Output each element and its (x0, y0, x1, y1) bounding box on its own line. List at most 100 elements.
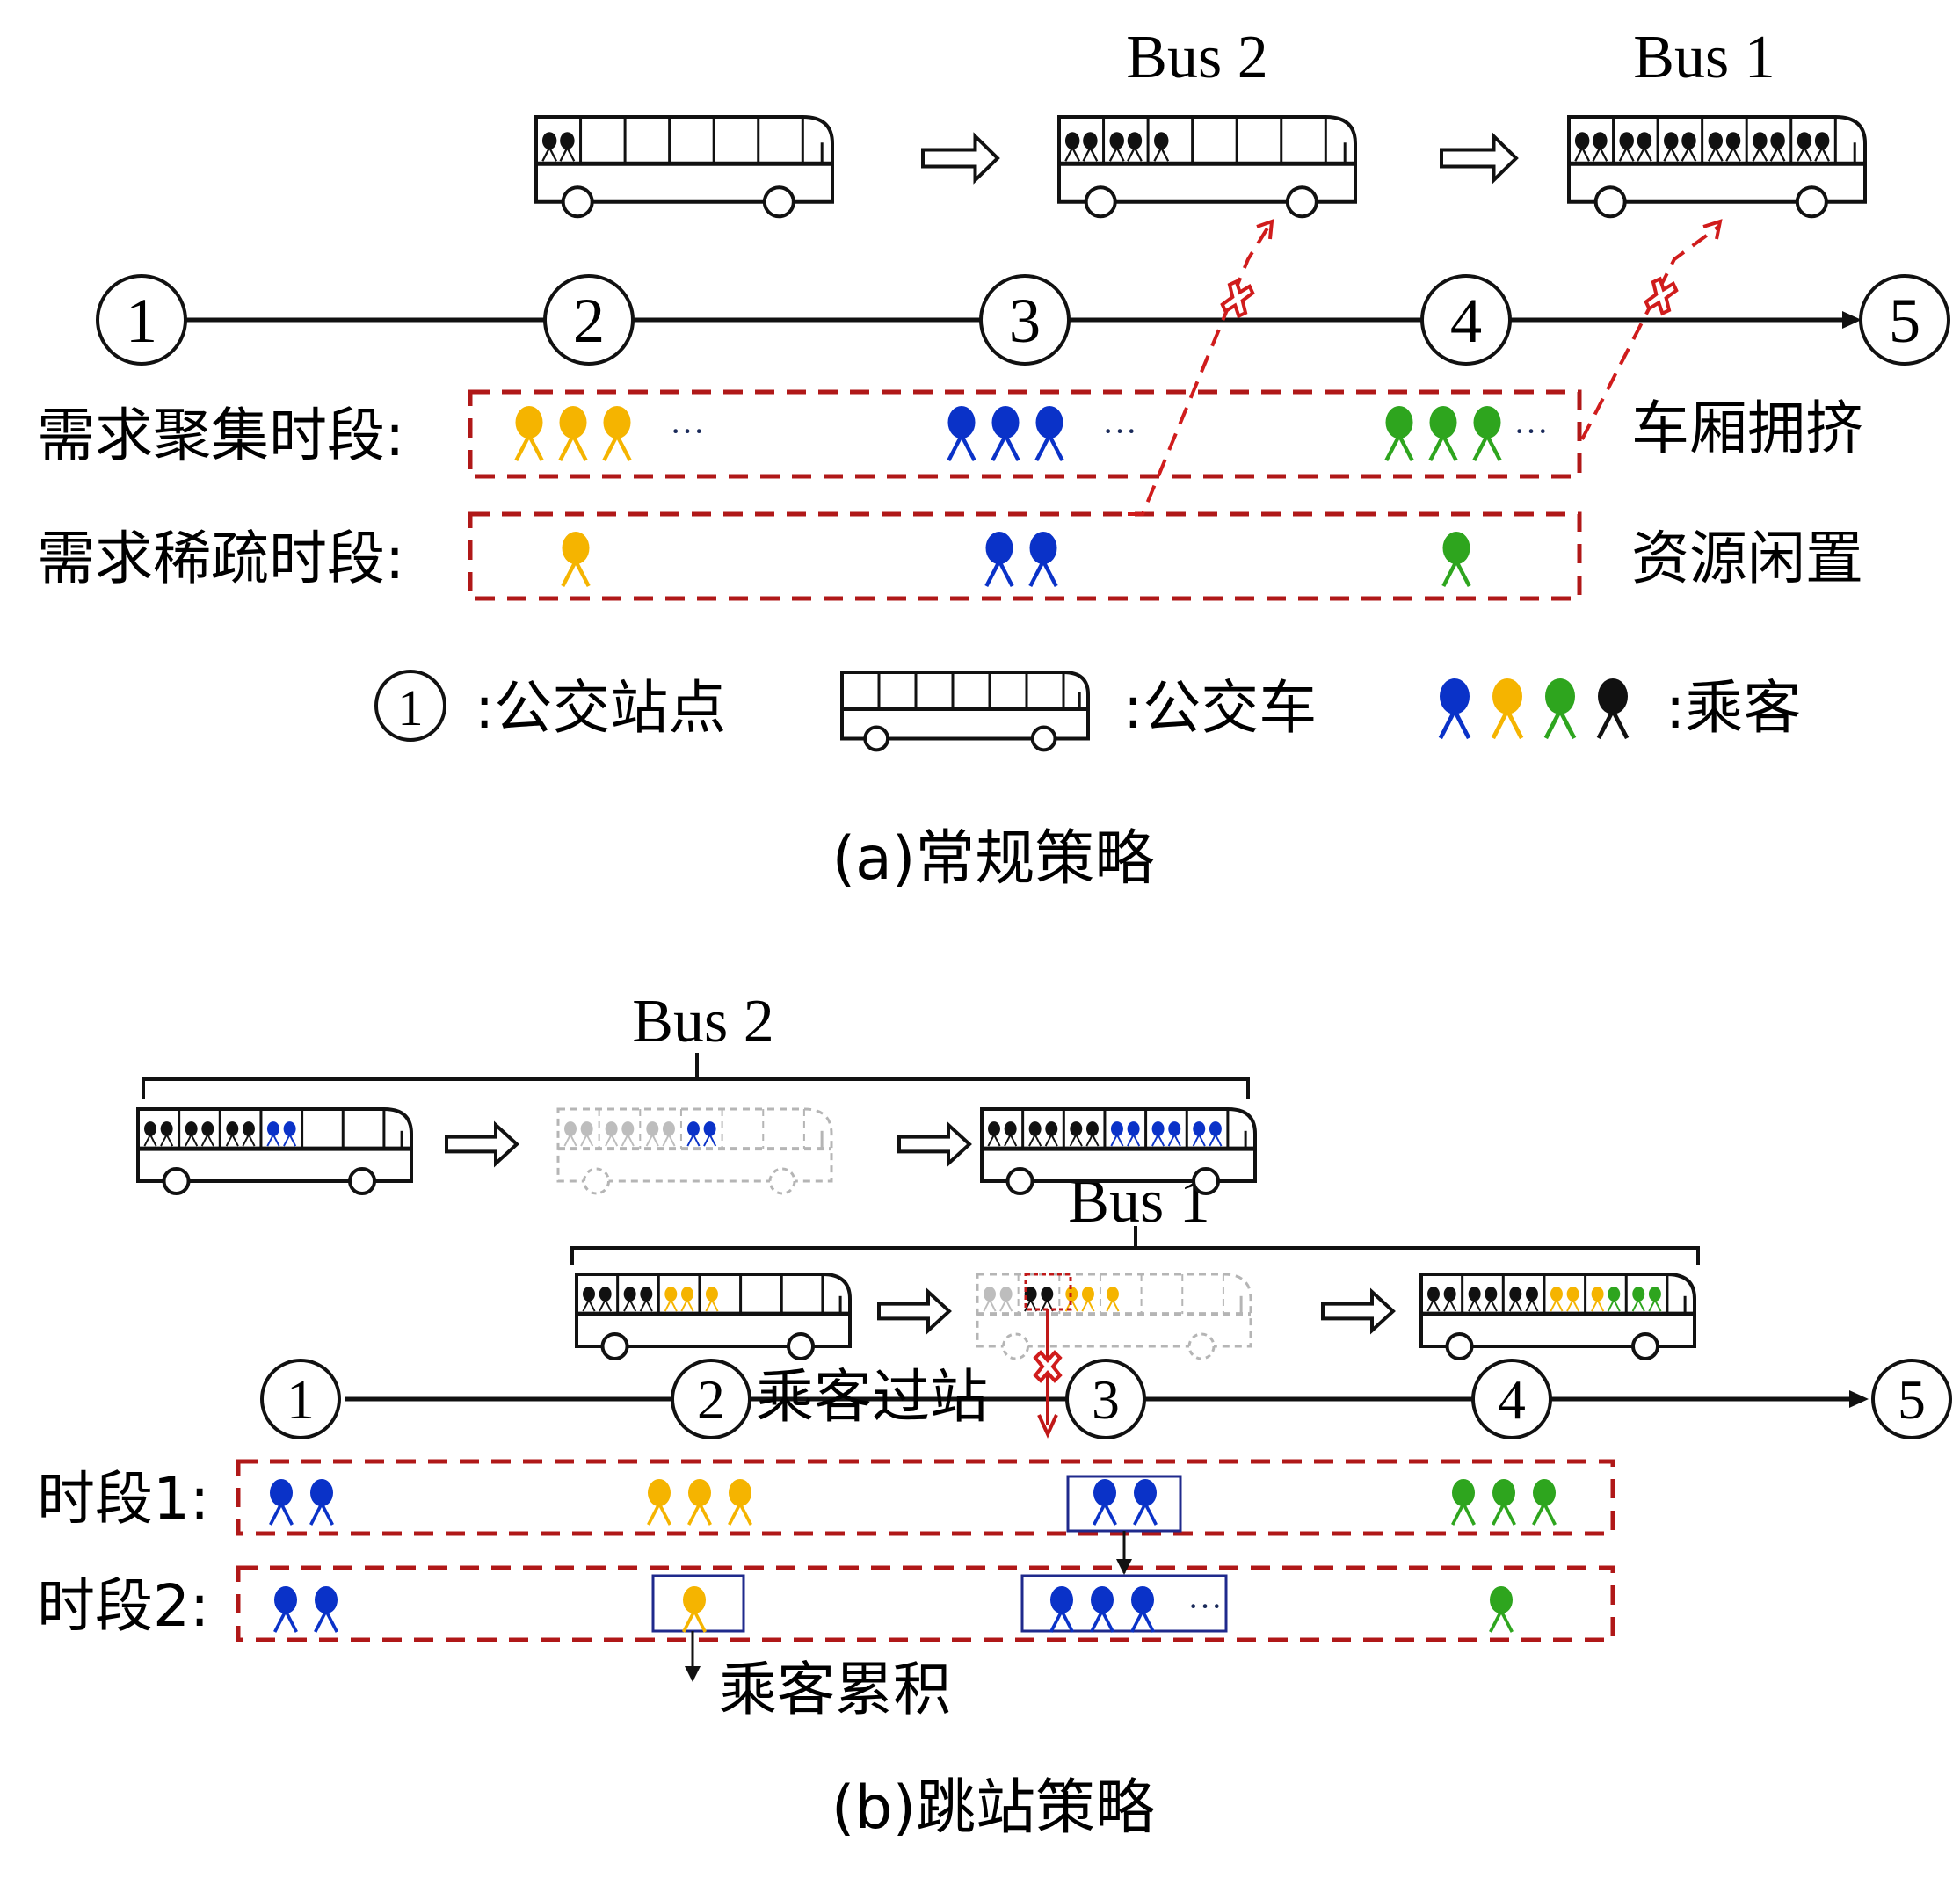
dense-demand-box (468, 389, 1582, 479)
overflow-path-1 (1128, 219, 1274, 516)
passenger-icon (580, 1121, 594, 1147)
annotation-accumulate: 乘客累积 (719, 1656, 951, 1723)
station-number: 4 (1450, 285, 1482, 356)
passenger-icon (143, 1121, 157, 1147)
passenger-icon (200, 1121, 214, 1147)
passenger-icon (1028, 1121, 1042, 1147)
row-label-sparse: 需求稀疏时段: (37, 525, 404, 592)
passenger-icon (621, 1121, 635, 1147)
passenger-icon (987, 1121, 1001, 1147)
passenger-icon (225, 1121, 239, 1147)
passenger-icon (1093, 1479, 1117, 1526)
passenger-icon (1127, 1121, 1141, 1147)
passenger-icon (1130, 1586, 1155, 1633)
row-label-period-2: 时段2: (37, 1572, 209, 1640)
passenger-icon (686, 1121, 701, 1147)
passenger-icon (1550, 1287, 1564, 1312)
bus2-skipped (556, 1107, 833, 1195)
passenger-icon (160, 1121, 174, 1147)
overflow-path-2 (1580, 219, 1723, 440)
passenger-icon (1426, 1287, 1441, 1312)
legend-station-label: :公交站点 (475, 674, 726, 742)
passenger-icon (645, 1121, 659, 1147)
passenger-icon (1438, 678, 1471, 740)
bus2-normal (980, 1107, 1257, 1195)
passenger-icon (1543, 678, 1577, 740)
blocked-cross-icon (1644, 276, 1679, 316)
flow-arrow-icon (921, 132, 1000, 185)
legend-station-icon (374, 670, 446, 742)
passenger-icon (1133, 1479, 1158, 1526)
passenger-icon (1069, 1121, 1083, 1147)
passenger-icon (662, 1121, 676, 1147)
bus1-skipped (976, 1273, 1252, 1360)
station-number: 2 (697, 1368, 725, 1431)
bus1-normal (1419, 1273, 1696, 1360)
passenger-icon (1508, 1287, 1522, 1312)
passenger-icon (1484, 1287, 1498, 1312)
passenger-icon (605, 1121, 619, 1147)
passenger-icon (1725, 132, 1741, 162)
passenger-icon (1428, 406, 1458, 461)
passenger-icon (1607, 1287, 1621, 1312)
bus-a-bus2 (1057, 115, 1357, 219)
legend: 1 :公交站点 :公交车 :乘客 (374, 670, 1801, 752)
bus-label-a-bus2: Bus 2 (1126, 24, 1267, 91)
passenger-icon (1443, 1287, 1457, 1312)
passenger-icon (1472, 406, 1502, 461)
station-3: 3 (979, 274, 1071, 366)
passenger-icon (1127, 132, 1143, 162)
station-5: 5 (1859, 274, 1950, 366)
bus-label-a-bus1: Bus 1 (1633, 24, 1775, 91)
station-4: 4 (1471, 1359, 1552, 1439)
passenger-icon (563, 1121, 577, 1147)
part-a-conventional: Bus 2 Bus 1 1 2 3 4 5 需求聚集时段: 需求稀疏时段: (37, 24, 1950, 894)
passenger-icon (1108, 132, 1125, 162)
legend-bus-icon (840, 671, 1090, 752)
bus-a-bus1 (1567, 115, 1867, 219)
row-label-dense: 需求聚集时段: (37, 402, 404, 469)
annotation-pass-by: 乘客过站 (756, 1363, 988, 1431)
station-2: 2 (671, 1359, 751, 1439)
passenger-icon (1468, 1287, 1482, 1312)
passenger-icon (1489, 1586, 1514, 1633)
passenger-icon (1525, 1287, 1539, 1312)
brace-bus2 (142, 1053, 1250, 1099)
passenger-icon (991, 406, 1020, 461)
passenger-icon (680, 1287, 694, 1312)
passenger-icon (1532, 1479, 1557, 1526)
passenger-icon (984, 532, 1014, 587)
passenger-icon (1090, 1586, 1114, 1633)
framed-group-blue-p2 (1020, 1574, 1228, 1633)
passenger-icon (242, 1121, 256, 1147)
passenger-icon (687, 1479, 712, 1526)
station-number: 5 (1889, 285, 1920, 356)
station-1: 1 (96, 274, 187, 366)
passenger-icon (1044, 1121, 1058, 1147)
passenger-icon (705, 1287, 719, 1312)
passenger-icon (1491, 678, 1524, 740)
passenger-icon (1081, 1287, 1095, 1312)
period-1-box (236, 1459, 1615, 1536)
note-idle: 资源闲置 (1631, 525, 1863, 592)
station-4: 4 (1420, 274, 1512, 366)
station-number: 1 (126, 285, 157, 356)
passenger-icon (582, 1287, 596, 1312)
route-arrowhead-a (1842, 311, 1862, 329)
passenger-icon (664, 1287, 678, 1312)
caption-a: (a)常规策略 (832, 824, 1155, 894)
passenger-icon (1004, 1121, 1018, 1147)
note-crowded: 车厢拥挤 (1631, 395, 1863, 462)
passenger-icon (1631, 1287, 1645, 1312)
flow-arrow-icon (1321, 1287, 1396, 1335)
passenger-icon (1574, 132, 1591, 162)
passenger-icon (269, 1479, 294, 1526)
passenger-icon (1663, 132, 1680, 162)
station-number: 5 (1898, 1368, 1926, 1431)
passenger-icon (1209, 1121, 1223, 1147)
blocked-cross-icon (1220, 279, 1255, 319)
station-number: 2 (573, 285, 605, 356)
sparse-demand-box (468, 511, 1582, 601)
passenger-icon (1082, 132, 1099, 162)
